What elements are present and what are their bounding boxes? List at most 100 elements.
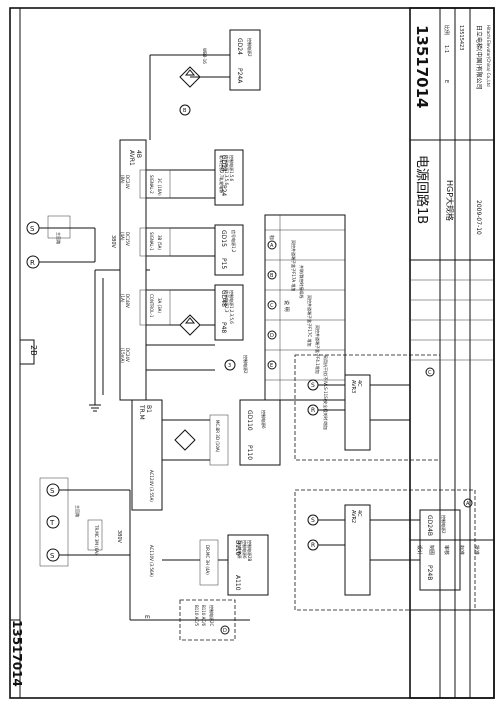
svg-text:A110: A110 [234, 575, 241, 591]
svg-text:并联/群控时接续线: 并联/群控时接续线 [299, 265, 305, 298]
svg-text:P24A: P24A [236, 68, 243, 84]
drmc-fuse [199, 539, 219, 586]
svg-text:控制电源6: 控制电源6 [261, 410, 267, 429]
trm-box [131, 399, 163, 511]
svg-text:B110: B110 [234, 540, 241, 556]
svg-text:TR.MC 3M (6A): TR.MC 3M (6A) [94, 524, 99, 555]
svg-text:轧车控制2,T轧轮电源: 轧车控制2,T轧轮电源 [219, 155, 225, 193]
svg-text:说 明: 说 明 [283, 300, 290, 312]
svg-text:CONTROL-1: CONTROL-1 [149, 294, 154, 318]
svg-text:控制电源2: 控制电源2 [247, 38, 253, 57]
svg-text:SIGNAL-2: SIGNAL-2 [149, 175, 154, 194]
svg-text:3B (5A): 3B (5A) [157, 235, 162, 250]
svg-text:S: S [311, 382, 315, 389]
mcbr-fuse [209, 414, 229, 466]
svg-text:DR.MC 3H (4A): DR.MC 3H (4A) [205, 545, 210, 575]
svg-text:AVR2: AVR2 [350, 510, 356, 523]
avr3-box [344, 374, 371, 451]
svg-text:信号电源1,2: 信号电源1,2 [231, 230, 237, 253]
terminal-p48 [214, 284, 244, 341]
svg-text:AC110V (3.56A): AC110V (3.56A) [149, 545, 154, 577]
svg-text:AC124V (3.55A): AC124V (3.55A) [149, 470, 154, 502]
svg-text:控制电源6: 控制电源6 [242, 540, 248, 559]
svg-text:GD48: GD48 [220, 290, 227, 307]
svg-text:控制电源2: 控制电源2 [441, 515, 447, 534]
svg-text:GD24: GD24 [236, 38, 243, 55]
svg-text:设计: 设计 [416, 545, 423, 555]
svg-text:DC24V: DC24V [125, 348, 130, 362]
svg-text:TR.M: TR.M [138, 404, 145, 420]
svg-text:DC24V: DC24V [125, 175, 130, 189]
svg-text:双控井道端子盒子F17A 增加: 双控井道端子盒子F17A 增加 [291, 240, 297, 291]
main-input-r: R [26, 255, 60, 269]
svg-text:控制电源1,5,6: 控制电源1,5,6 [229, 155, 235, 182]
svg-text:审核: 审核 [443, 545, 450, 555]
terminal-a110 [227, 534, 269, 596]
terminal-p24 [214, 149, 244, 206]
trmc-fuse [87, 519, 103, 551]
svg-text:P24B: P24B [426, 565, 433, 580]
output-row-cn3: DC24V(15mA) [120, 344, 215, 371]
svg-text:R: R [30, 259, 35, 267]
svg-text:DC48V: DC48V [125, 294, 130, 308]
notes-row-d: D 双控井道端子盒子F4.1增加 [267, 325, 321, 374]
notes-row-e: E 采用抗干扰(不)VLS-11S(安全相关时)增加 [267, 355, 329, 430]
svg-text:S: S [50, 487, 55, 495]
svg-text:13515423: 13515423 [458, 25, 464, 50]
revision-grid [410, 279, 494, 361]
svg-text:(15mA): (15mA) [120, 348, 125, 363]
svg-text:S: S [50, 552, 55, 560]
svg-text:DC15V: DC15V [125, 232, 130, 246]
svg-text:信号电源2,3: 信号电源2,3 [224, 290, 230, 313]
svg-text:13517014: 13517014 [413, 25, 431, 109]
svg-text:B110 AC/6: B110 AC/6 [201, 605, 206, 626]
terminal-p24a [229, 29, 261, 91]
svg-text:GD15: GD15 [220, 230, 227, 247]
svg-text:E: E [143, 615, 150, 619]
svg-text:AVR3: AVR3 [350, 380, 356, 393]
svg-text:S: S [30, 225, 35, 233]
sheet-label-box [19, 339, 35, 365]
svg-text:S: S [311, 517, 315, 524]
svg-text:4C: 4C [356, 510, 362, 517]
svg-text:控制电源2B: 控制电源2B [247, 540, 253, 562]
main-input-s: S [26, 215, 71, 239]
svg-text:制图: 制图 [428, 545, 435, 555]
ground-symbol [89, 395, 101, 412]
svg-text:D: D [270, 333, 274, 339]
svg-text:日立电梯(中国)有限公司: 日立电梯(中国)有限公司 [475, 25, 483, 90]
svg-text:HGP大规格: HGP大规格 [445, 180, 455, 221]
svg-text:电源回路1B: 电源回路1B [414, 155, 430, 224]
svg-text:13517014: 13517014 [10, 620, 24, 687]
svg-text:1:1: 1:1 [443, 45, 449, 53]
svg-text:控制电源1,2,3,5,6: 控制电源1,2,3,5,6 [229, 290, 235, 324]
svg-text:(4A): (4A) [120, 232, 125, 241]
drawing-number-bottom: 13517014 [10, 620, 24, 687]
svg-text:R: R [311, 407, 315, 414]
svg-text:C: C [428, 370, 432, 376]
external-box-d [179, 599, 236, 641]
svg-text:E: E [270, 363, 273, 369]
mark-b-upper [179, 104, 191, 116]
notes-row-b: B 并联/群控时接续线 [267, 265, 305, 298]
avr2-section [294, 489, 476, 611]
svg-text:B: B [183, 108, 187, 114]
svg-text:4C: 4C [356, 380, 362, 387]
svg-text:T: T [49, 519, 55, 527]
svg-text:2009-07-10: 2009-07-10 [475, 200, 482, 235]
svg-text:3A (3A): 3A (3A) [157, 298, 162, 313]
svg-text:信号电源1,3,5,6: 信号电源1,3,5,6 [224, 155, 230, 185]
drawing-number-top: 13517014 [413, 25, 431, 109]
svg-text:C: C [270, 303, 274, 309]
svg-text:T轧轮电源: T轧轮电源 [237, 539, 243, 558]
svg-text:B: B [270, 273, 274, 279]
svg-text:380V: 380V [110, 235, 116, 249]
svg-text:4B: 4B [135, 150, 142, 158]
svg-text:Hitachi Elevator(China) Co.,Lt: Hitachi Elevator(China) Co.,Ltd [486, 25, 491, 87]
output-row-signal2: DC24V(8A) SIGNAL-2 3C (10A) [120, 169, 215, 199]
svg-text:P15: P15 [220, 258, 227, 269]
svg-text:SIGNAL-1: SIGNAL-1 [149, 232, 154, 251]
svg-text:控制电源2C: 控制电源2C [209, 605, 215, 627]
svg-text:B1: B1 [145, 405, 152, 413]
